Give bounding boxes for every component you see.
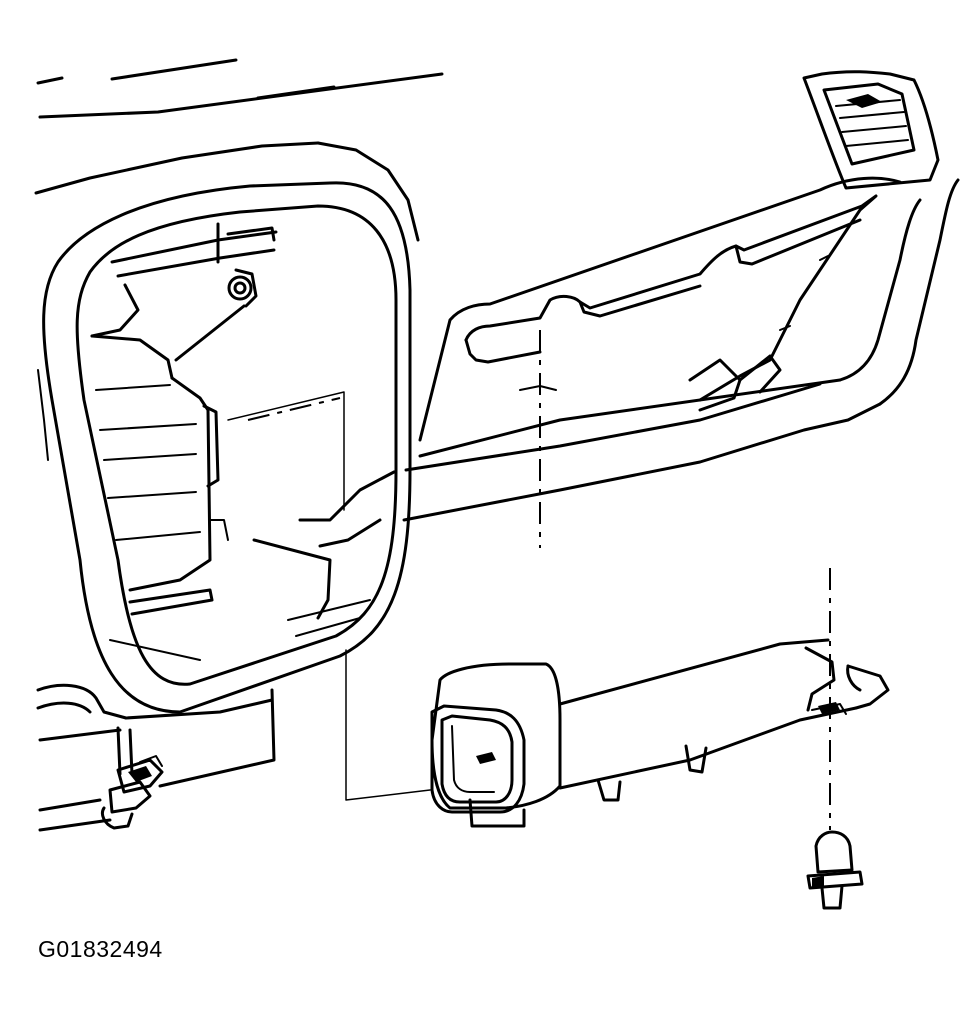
lower-left-panel: [36, 683, 276, 832]
push-pin-fastener: [806, 830, 864, 910]
instrument-panel-top: [34, 58, 444, 461]
air-duct: [430, 638, 890, 828]
figure-id-label: G01832494: [38, 936, 163, 962]
vent-outlet: [802, 70, 940, 190]
glove-box-opening: [42, 181, 412, 714]
dash-panel-right: [402, 176, 960, 522]
alignment-lines: [227, 330, 831, 830]
electrical-connector: [100, 726, 164, 830]
opening-inner-structure: [90, 222, 396, 661]
